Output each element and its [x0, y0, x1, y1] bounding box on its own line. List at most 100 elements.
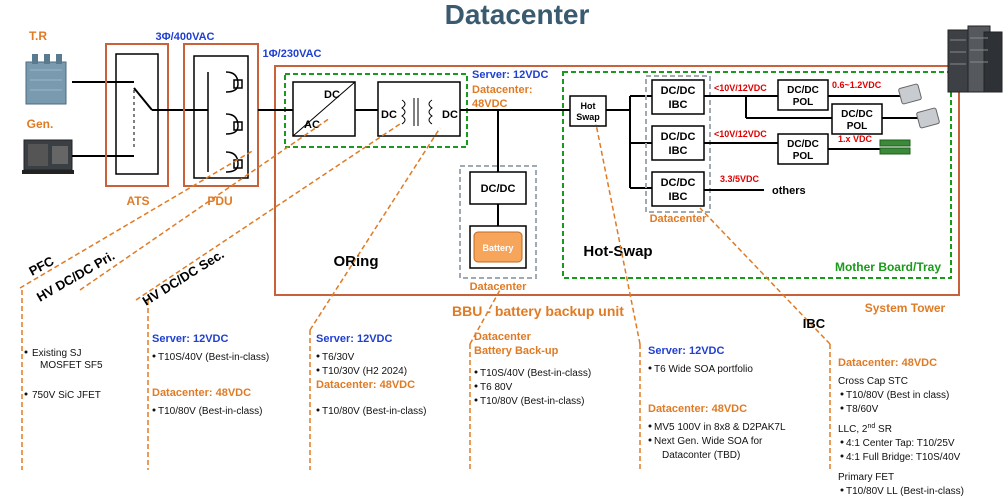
system-tower-box	[274, 65, 960, 296]
svg-text:DC: DC	[381, 109, 397, 121]
svg-text:DC/DC: DC/DC	[841, 109, 873, 120]
ibc-label: IBC	[803, 316, 826, 331]
transformer-icon	[25, 54, 67, 105]
cpu-chip-icon	[916, 107, 940, 129]
ac1-label: 1Φ/230VAC	[263, 48, 322, 60]
svg-text:Server: 12VDC: Server: 12VDC	[316, 333, 392, 345]
svg-text:T10S/40V (Best-in-class): T10S/40V (Best-in-class)	[480, 368, 591, 379]
svg-text:Server: 12VDC: Server: 12VDC	[648, 345, 724, 357]
server-rack-icon	[947, 25, 1003, 93]
transformer-symbol-icon	[401, 98, 433, 126]
column-bbu: Datacenter Battery Back-up T10S/40V (Bes…	[474, 331, 591, 407]
ats-label: ATS	[126, 194, 149, 208]
svg-text:MV5 100V in 8x8 & D2PAK7L: MV5 100V in 8x8 & D2PAK7L	[654, 422, 786, 433]
svg-text:Primary FET: Primary FET	[838, 472, 894, 483]
svg-text:Datacenter: 48VDC: Datacenter: 48VDC	[838, 357, 937, 369]
svg-text:Datacenter:: Datacenter:	[472, 84, 533, 96]
svg-text:DC/DC: DC/DC	[661, 177, 696, 189]
generator-icon	[22, 139, 74, 174]
bbu-unit-label: BBU - battery backup unit	[452, 303, 624, 319]
svg-text:Server: 12VDC: Server: 12VDC	[152, 333, 228, 345]
column-ibc: Datacenter: 48VDC Cross Cap STC T10/80V …	[838, 357, 964, 497]
motherboard-label: Mother Board/Tray	[835, 260, 941, 274]
svg-text:Battery Back-up: Battery Back-up	[474, 345, 559, 357]
svg-text:1.x VDC: 1.x VDC	[838, 134, 873, 144]
svg-text:T6/30V: T6/30V	[322, 352, 355, 363]
svg-text:T10S/40V (Best-in-class): T10S/40V (Best-in-class)	[158, 352, 269, 363]
bbu-datacenter-label: Datacenter	[470, 281, 528, 293]
svg-text:IBC: IBC	[669, 191, 688, 203]
pol-box: DC/DC POL	[777, 133, 829, 165]
svg-text:T6 Wide SOA portfolio: T6 Wide SOA portfolio	[654, 364, 753, 375]
pol-box: DC/DC POL	[831, 103, 883, 135]
svg-text:POL: POL	[793, 151, 814, 162]
svg-text:4:1 Center Tap: T10/25V: 4:1 Center Tap: T10/25V	[846, 438, 955, 449]
svg-text:Datacenter: Datacenter	[474, 331, 532, 343]
svg-text:0.6~1.2VDC: 0.6~1.2VDC	[832, 80, 882, 90]
bbu-dcdc-box	[469, 171, 527, 205]
bbu-region	[459, 165, 537, 279]
ac3-label: 3Φ/400VAC	[156, 31, 215, 43]
svg-text:4:1 Full Bridge: T10S/40V: 4:1 Full Bridge: T10S/40V	[846, 452, 961, 463]
svg-text:IBC: IBC	[669, 145, 688, 157]
ibc-box: DC/DC IBC	[651, 125, 705, 161]
svg-text:DC/DC: DC/DC	[481, 183, 516, 195]
column-hotswap: Server: 12VDC T6 Wide SOA portfolio Data…	[648, 345, 786, 461]
tr-label: T.R	[29, 29, 47, 43]
column-pfc: Existing SJ MOSFET SF5 750V SiC JFET	[32, 348, 103, 401]
svg-text:48VDC: 48VDC	[472, 98, 508, 110]
hv-sec-label: HV DC/DC Sec.	[140, 246, 227, 308]
svg-text:POL: POL	[793, 97, 814, 108]
svg-text:T10/80V (Best-in-class): T10/80V (Best-in-class)	[158, 406, 262, 417]
svg-text:3.3/5VDC: 3.3/5VDC	[720, 174, 760, 184]
svg-text:Next Gen. Wide SOA for: Next Gen. Wide SOA for	[654, 436, 763, 447]
column-hv-pri: Server: 12VDC T10S/40V (Best-in-class) D…	[152, 333, 269, 417]
pdu-label: PDU	[207, 194, 232, 208]
svg-text:<10V/12VDC: <10V/12VDC	[714, 129, 767, 139]
svg-text:IBC: IBC	[669, 99, 688, 111]
system-tower-label: System Tower	[865, 301, 946, 315]
svg-text:T10/80V (Best in class): T10/80V (Best in class)	[846, 390, 949, 401]
svg-text:Existing SJ: Existing SJ	[32, 348, 81, 359]
svg-text:DC: DC	[442, 109, 458, 121]
column-hv-sec: Server: 12VDC T6/30V T10/30V (H2 2024) D…	[316, 333, 426, 417]
cpu-chip-icon	[898, 83, 922, 105]
svg-text:Cross Cap STC: Cross Cap STC	[838, 376, 908, 387]
others-label: others	[772, 185, 806, 197]
hotswap-box	[569, 95, 607, 127]
battery-icon	[473, 231, 523, 263]
ibc-box: DC/DC IBC	[651, 79, 705, 115]
pol-box: DC/DC POL	[777, 79, 829, 111]
ibc-datacenter-label: Datacenter	[650, 213, 708, 225]
svg-text:T6 80V: T6 80V	[480, 382, 513, 393]
oring-label: ORing	[334, 253, 379, 270]
svg-text:Datacenter: 48VDC: Datacenter: 48VDC	[648, 403, 747, 415]
ibc-box: DC/DC IBC	[651, 171, 705, 207]
svg-text:POL: POL	[847, 121, 868, 132]
svg-text:Dataconter (TBD): Dataconter (TBD)	[662, 450, 740, 461]
svg-text:DC: DC	[324, 89, 340, 101]
svg-text:T10/80V (Best-in-class): T10/80V (Best-in-class)	[480, 396, 584, 407]
svg-text:Datacenter: 48VDC: Datacenter: 48VDC	[152, 387, 251, 399]
svg-text:DC/DC: DC/DC	[787, 85, 819, 96]
svg-text:Battery: Battery	[482, 243, 513, 253]
ats-box	[105, 43, 169, 187]
bus-server-label: Server: 12VDC	[472, 69, 548, 81]
svg-text:DC/DC: DC/DC	[787, 139, 819, 150]
svg-text:T10/80V (Best-in-class): T10/80V (Best-in-class)	[322, 406, 426, 417]
svg-text:AC: AC	[304, 119, 320, 131]
svg-text:LLC, 2nd SR: LLC, 2nd SR	[838, 423, 892, 435]
pdu-box	[183, 43, 259, 187]
svg-text:Datacenter: 48VDC: Datacenter: 48VDC	[316, 379, 415, 391]
gen-label: Gen.	[27, 117, 54, 131]
svg-text:DC/DC: DC/DC	[661, 131, 696, 143]
motherboard-region	[562, 71, 952, 279]
svg-text:T10/80V LL (Best-in-class): T10/80V LL (Best-in-class)	[846, 486, 964, 497]
svg-text:<10V/12VDC: <10V/12VDC	[714, 83, 767, 93]
svg-text:DC/DC: DC/DC	[661, 85, 696, 97]
svg-text:750V SiC JFET: 750V SiC JFET	[32, 390, 101, 401]
svg-text:T10/30V (H2 2024): T10/30V (H2 2024)	[322, 366, 407, 377]
memory-module-icon	[879, 139, 911, 155]
hot-swap-label: Hot-Swap	[583, 243, 652, 260]
svg-text:T8/60V: T8/60V	[846, 404, 879, 415]
